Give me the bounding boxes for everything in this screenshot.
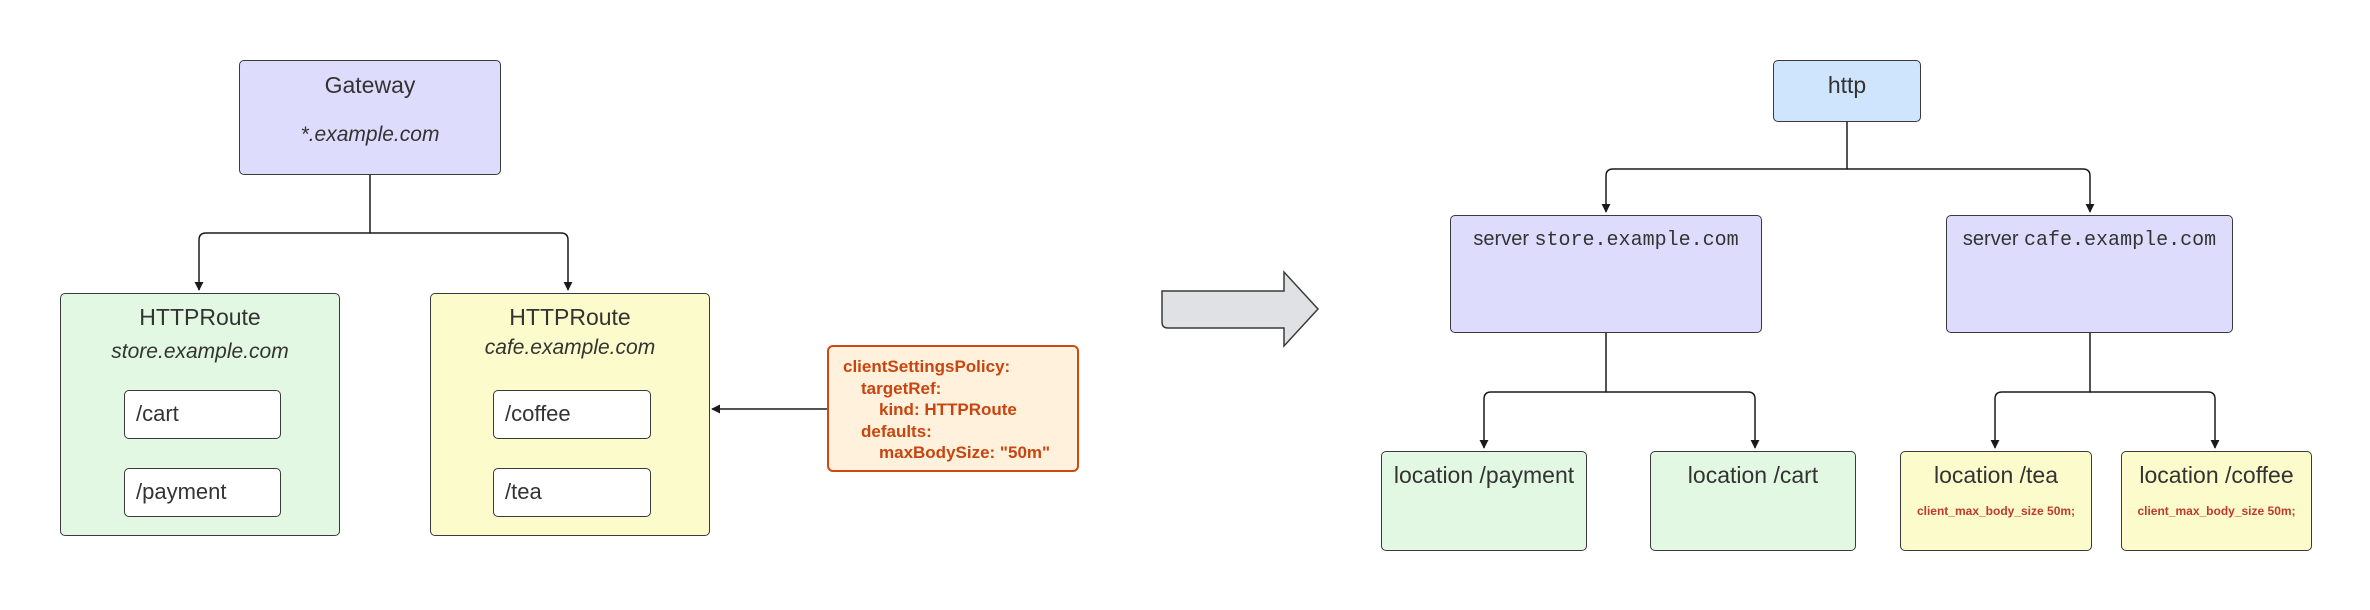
- location-tea-label: location /tea: [1933, 462, 2059, 488]
- client-settings-policy-box: clientSettingsPolicy: targetRef: kind: H…: [827, 345, 1079, 472]
- http-to-server-cafe: [1847, 168, 2095, 213]
- gateway-host: *.example.com: [300, 123, 440, 146]
- location-coffee-directive: client_max_body_size 50m;: [2137, 504, 2296, 518]
- path-cart-box: /cart: [124, 390, 281, 439]
- policy-line-1: clientSettingsPolicy:: [843, 357, 1011, 376]
- server-cafe-to-coffee: [2090, 391, 2220, 449]
- http-title: http: [1827, 72, 1867, 98]
- path-coffee-box: /coffee: [493, 390, 651, 439]
- path-tea-box: /tea: [493, 468, 651, 517]
- server-store-box: server store.example.com: [1450, 215, 1762, 333]
- policy-line-4: defaults:: [861, 421, 932, 441]
- server-cafe-to-tea: [1990, 333, 2091, 449]
- server-store-to-payment: [1479, 333, 1607, 449]
- path-payment-box: /payment: [124, 468, 281, 517]
- path-cart-label: /cart: [136, 401, 179, 426]
- httproute-store-title: HTTPRoute: [139, 304, 261, 330]
- location-coffee-box: location /coffee client_max_body_size 50…: [2121, 451, 2312, 551]
- location-payment-box: location /payment: [1381, 451, 1587, 551]
- server-cafe-heading: server cafe.example.com: [1947, 228, 2232, 252]
- policy-line-5: maxBodySize: "50m": [879, 443, 1051, 462]
- transform-arrow: [1161, 270, 1320, 348]
- server-cafe-keyword: server: [1962, 228, 2019, 250]
- path-tea-label: /tea: [505, 479, 542, 504]
- path-payment-label: /payment: [136, 479, 227, 504]
- location-tea-box: location /tea client_max_body_size 50m;: [1900, 451, 2092, 551]
- policy-line-3: kind: HTTPRoute: [879, 400, 1017, 419]
- server-store-keyword: server: [1473, 228, 1529, 250]
- http-box: http: [1773, 60, 1921, 122]
- gateway-to-cafe-route: [370, 232, 573, 291]
- location-cart-box: location /cart: [1650, 451, 1856, 551]
- server-cafe-box: server cafe.example.com: [1946, 215, 2233, 333]
- server-cafe-host: cafe.example.com: [2024, 229, 2217, 252]
- httproute-store-host: store.example.com: [111, 340, 289, 363]
- gateway-box: Gateway *.example.com: [239, 60, 501, 175]
- location-payment-label: location /payment: [1393, 462, 1575, 488]
- httproute-cafe-title: HTTPRoute: [509, 304, 631, 330]
- policy-line-2: targetRef:: [861, 378, 942, 398]
- gateway-to-store-route: [194, 175, 371, 291]
- gateway-title: Gateway: [324, 72, 416, 98]
- path-coffee-label: /coffee: [505, 401, 571, 426]
- location-coffee-label: location /coffee: [2139, 462, 2294, 488]
- http-to-server-store: [1601, 122, 1848, 213]
- httproute-cafe-host: cafe.example.com: [484, 336, 656, 359]
- location-tea-directive: client_max_body_size 50m;: [1916, 504, 2076, 518]
- server-store-heading: server store.example.com: [1451, 228, 1761, 252]
- location-cart-label: location /cart: [1687, 462, 1819, 488]
- server-store-to-cart: [1606, 391, 1760, 449]
- server-store-host: store.example.com: [1534, 229, 1739, 252]
